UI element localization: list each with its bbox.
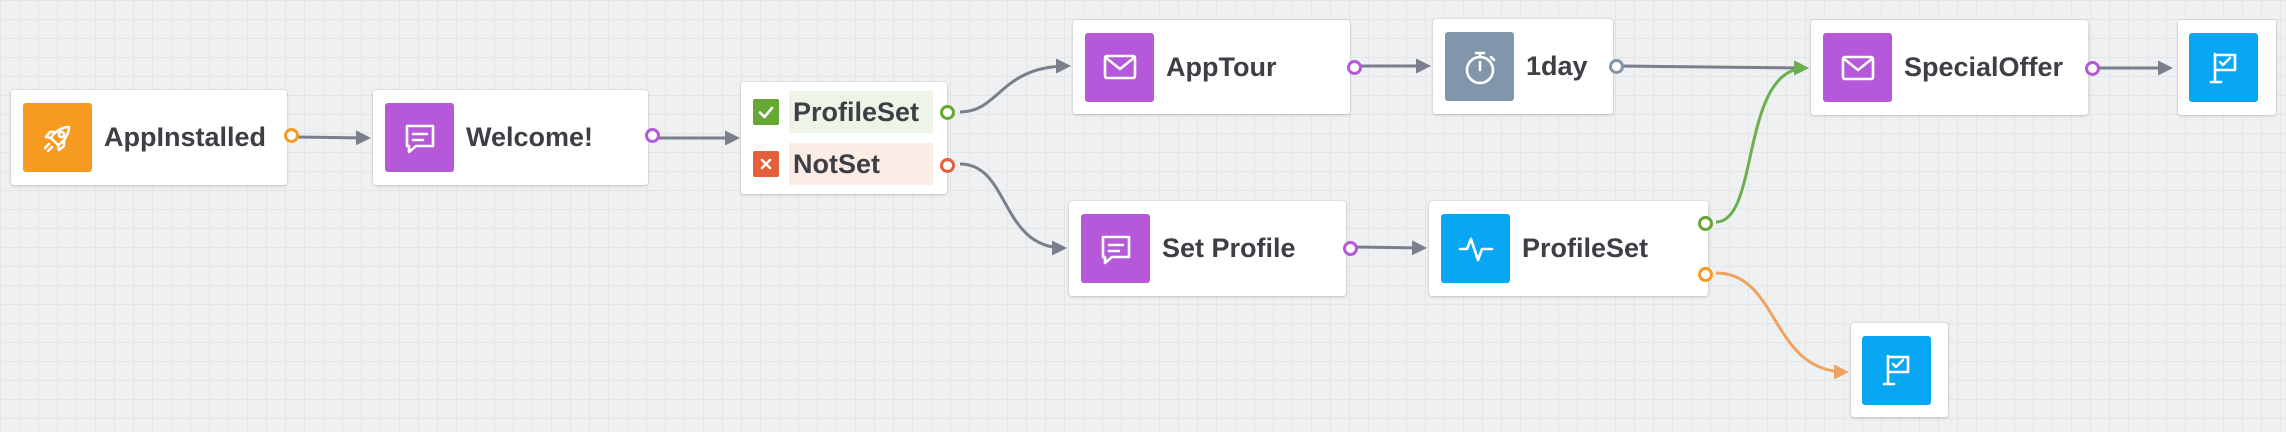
edge-setprofile-profileset[interactable]: [1354, 240, 1427, 256]
node-label: AppInstalled: [104, 122, 267, 152]
edge-split-no-setprofile[interactable]: [959, 162, 1067, 256]
chat-message-icon: [385, 103, 454, 172]
node-app-tour[interactable]: AppTour: [1073, 20, 1362, 114]
output-port[interactable]: [284, 128, 299, 143]
split-branch-no[interactable]: NotSet: [753, 143, 933, 185]
node-wait-1day[interactable]: 1day: [1433, 19, 1624, 114]
edge-split-yes-apptour[interactable]: [959, 58, 1071, 114]
node-label: ProfileSet: [1522, 233, 1649, 263]
rocket-icon: [23, 103, 92, 172]
node-special-offer[interactable]: SpecialOffer: [1811, 20, 2100, 115]
output-port[interactable]: [1343, 241, 1358, 256]
node-end-top[interactable]: [2178, 20, 2276, 115]
split-branch-label: NotSet: [789, 143, 933, 185]
output-port[interactable]: [2085, 61, 2100, 76]
flag-icon: [2189, 33, 2258, 102]
chat-message-icon: [1081, 214, 1150, 283]
node-label: AppTour: [1166, 51, 1277, 82]
email-icon: [1085, 32, 1154, 102]
node-label: 1day: [1526, 51, 1588, 81]
split-branch-label: ProfileSet: [789, 91, 933, 133]
pulse-icon: [1441, 214, 1510, 283]
output-port-yes[interactable]: [940, 105, 955, 120]
output-port-no[interactable]: [940, 158, 955, 173]
node-label: Set Profile: [1162, 233, 1296, 263]
edge-profileset-yes-specialoffer[interactable]: [1715, 60, 1809, 224]
node-end-bottom[interactable]: [1851, 323, 1948, 417]
split-branch-yes[interactable]: ProfileSet: [753, 91, 933, 133]
email-icon: [1823, 33, 1892, 102]
node-welcome[interactable]: Welcome!: [373, 90, 660, 185]
checkmark-icon: [753, 99, 779, 125]
flag-icon: [1862, 335, 1931, 405]
node-set-profile[interactable]: Set Profile: [1069, 201, 1358, 296]
edge-profileset-no-end[interactable]: [1715, 271, 1849, 380]
node-app-installed[interactable]: AppInstalled: [11, 90, 299, 185]
output-port[interactable]: [1347, 60, 1362, 75]
node-label: Welcome!: [466, 122, 594, 152]
x-mark-icon: [753, 151, 779, 177]
output-port-no[interactable]: [1698, 267, 1713, 282]
node-profile-set-check[interactable]: ProfileSet: [1429, 201, 1713, 296]
edge-appinstalled-welcome[interactable]: [295, 130, 371, 146]
node-profile-split[interactable]: ProfileSet NotSet: [741, 82, 955, 194]
stopwatch-icon: [1445, 32, 1514, 101]
output-port[interactable]: [1609, 59, 1624, 74]
node-label: SpecialOffer: [1904, 52, 2064, 82]
output-port-yes[interactable]: [1698, 216, 1713, 231]
edge-1day-specialoffer[interactable]: [1620, 60, 1809, 76]
output-port[interactable]: [645, 128, 660, 143]
